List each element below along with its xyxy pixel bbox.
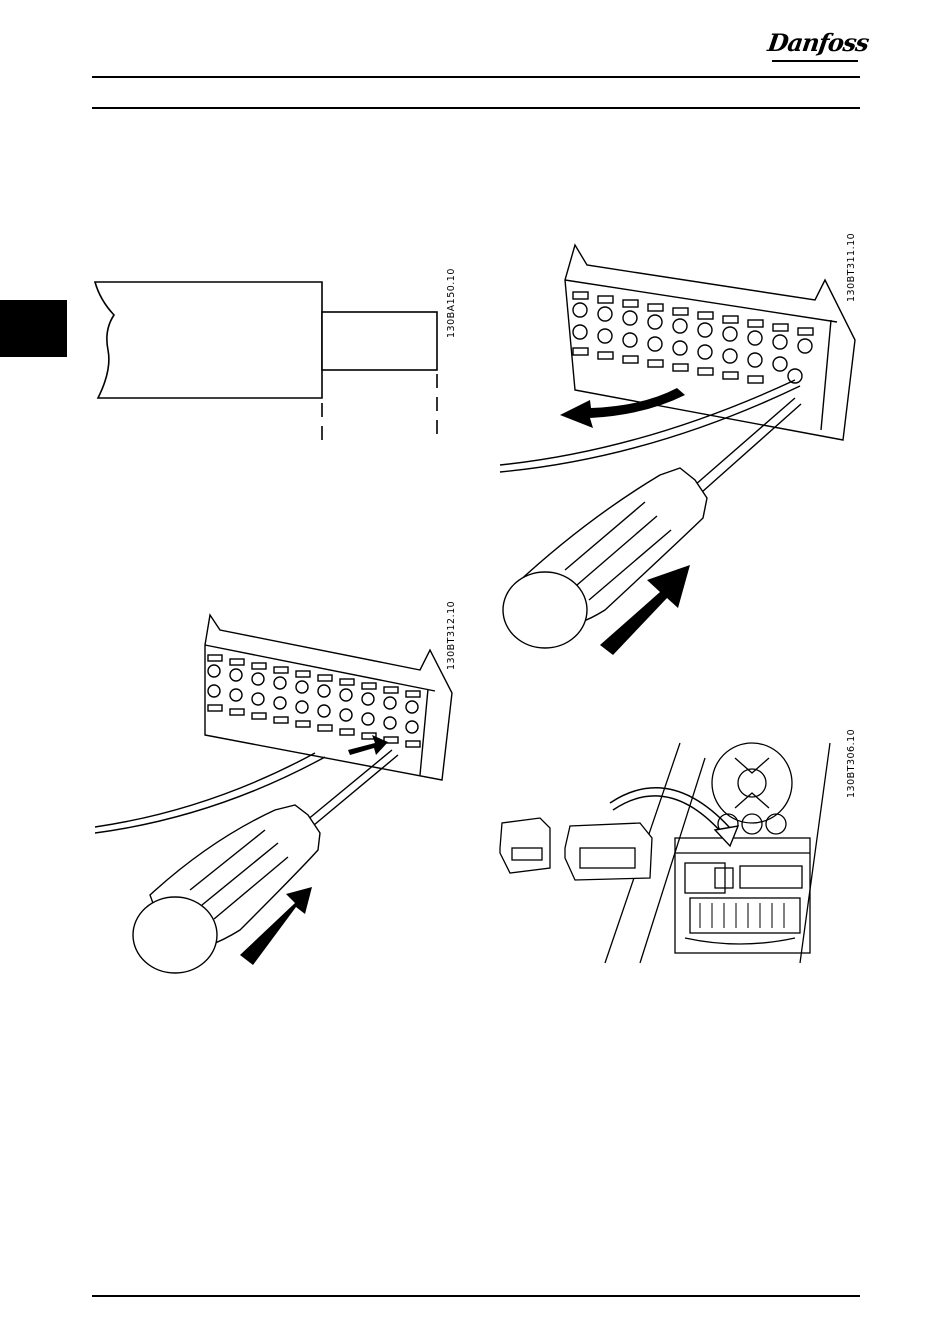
chapter-tab bbox=[0, 300, 67, 357]
figure-code-3: 130BT311.10 bbox=[846, 233, 857, 302]
header-rule-bottom bbox=[92, 107, 860, 109]
logo-underline bbox=[772, 60, 858, 62]
figure-code-4: 130BT306.10 bbox=[846, 729, 857, 798]
figure-code-2: 130BT312.10 bbox=[446, 601, 457, 670]
wire-strip-illustration bbox=[90, 270, 450, 460]
connector-mount-illustration bbox=[490, 738, 840, 968]
release-wire-illustration bbox=[495, 240, 875, 660]
footer-rule bbox=[92, 1295, 860, 1297]
header-rule-top bbox=[92, 76, 860, 78]
danfoss-logo: Danfoss bbox=[766, 28, 870, 57]
figure-code-1: 130BA150.10 bbox=[446, 268, 457, 338]
insert-wire-illustration bbox=[90, 605, 460, 985]
